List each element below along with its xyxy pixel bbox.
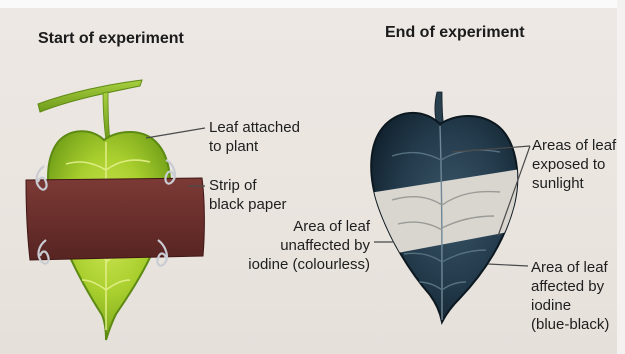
label-exposed-area: Areas of leaf exposed to sunlight <box>532 136 616 193</box>
leaf-petiole <box>103 92 110 140</box>
label-unaffected-area: Area of leaf unaffected by iodine (colou… <box>232 217 370 274</box>
plant-branch <box>38 80 142 112</box>
black-paper-strip <box>26 178 204 260</box>
start-heading: Start of experiment <box>38 30 184 48</box>
label-black-paper-strip: Strip of black paper <box>209 176 287 214</box>
label-affected-area: Area of leaf affected by iodine (blue-bl… <box>531 258 609 334</box>
label-leaf-attached: Leaf attached to plant <box>209 118 300 156</box>
end-heading: End of experiment <box>385 24 525 42</box>
